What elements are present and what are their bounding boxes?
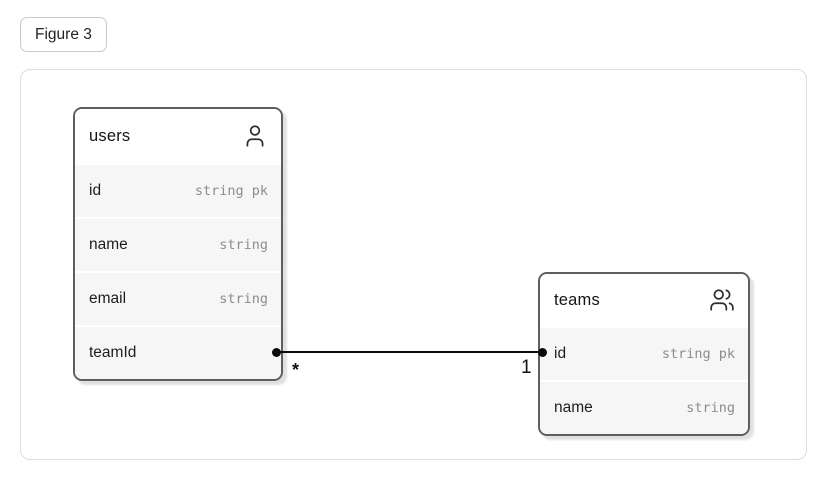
entity-title: users	[89, 126, 131, 145]
field-row: name string	[75, 217, 281, 271]
field-row: teamId	[75, 325, 281, 379]
cardinality-one-label: 1	[521, 357, 532, 378]
field-type: string	[219, 291, 268, 307]
relationship-line	[277, 351, 543, 353]
field-type: string	[219, 237, 268, 253]
field-name: name	[89, 236, 128, 253]
field-name: teamId	[89, 344, 137, 361]
field-name: name	[554, 399, 593, 416]
entity-table-teams: teams id string pk name string	[538, 272, 750, 436]
field-row: id string pk	[540, 326, 748, 380]
field-type: string pk	[661, 346, 735, 362]
users-icon	[709, 287, 735, 313]
field-row: name string	[540, 380, 748, 434]
entity-table-users: users id string pk name string email str…	[73, 107, 283, 381]
relationship-endpoint-dot	[538, 348, 547, 357]
user-icon	[242, 123, 268, 149]
relationship-endpoint-dot	[272, 348, 281, 357]
figure-label: Figure 3	[20, 17, 107, 52]
entity-header-users: users	[75, 109, 281, 163]
entity-title: teams	[554, 290, 600, 309]
field-type: string pk	[194, 183, 268, 199]
entity-header-teams: teams	[540, 274, 748, 326]
field-type: string	[686, 400, 735, 416]
field-row: email string	[75, 271, 281, 325]
field-name: id	[554, 345, 567, 362]
field-name: email	[89, 290, 127, 307]
figure-label-text: Figure 3	[35, 26, 92, 43]
field-name: id	[89, 182, 102, 199]
cardinality-many-label: *	[292, 360, 300, 380]
field-row: id string pk	[75, 163, 281, 217]
